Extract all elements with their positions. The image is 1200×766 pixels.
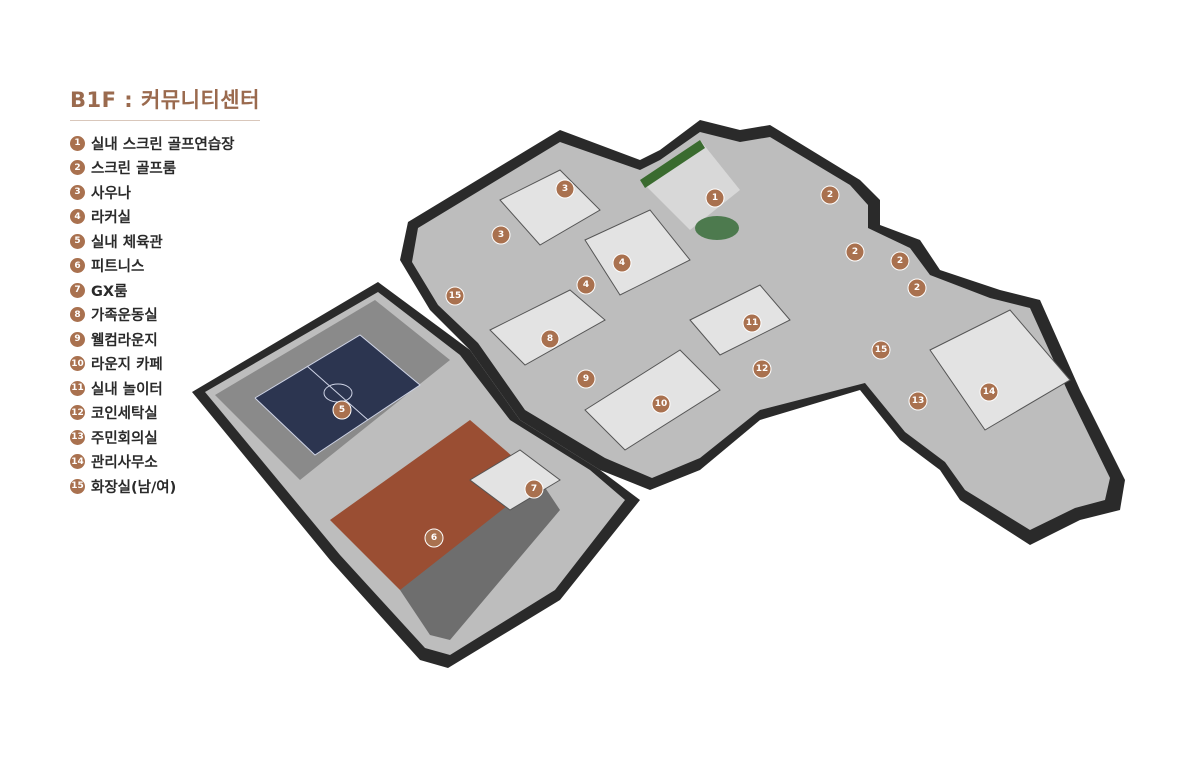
legend-number-badge: 9 (70, 331, 85, 347)
marker-13: 13 (908, 391, 928, 411)
svg-text:4: 4 (619, 258, 625, 268)
svg-text:5: 5 (339, 405, 345, 415)
svg-text:13: 13 (912, 396, 925, 406)
svg-text:8: 8 (547, 334, 553, 344)
legend-label: 피트니스 (91, 259, 145, 276)
legend-number-badge: 10 (70, 356, 85, 372)
marker-6: 6 (424, 528, 444, 548)
legend-number-badge: 6 (70, 258, 85, 274)
svg-text:1: 1 (712, 193, 718, 203)
marker-1: 1 (705, 188, 725, 208)
legend-label: 가족운동실 (91, 308, 158, 325)
legend-item: 1 실내 스크린 골프연습장 (70, 131, 260, 156)
marker-3: 3 (491, 225, 511, 245)
legend-label: 실내 놀이터 (91, 381, 163, 398)
legend-number-badge: 8 (70, 307, 85, 323)
marker-4: 4 (576, 275, 596, 295)
legend-label: 라운지 카페 (91, 357, 163, 374)
legend: B1F : 커뮤니티센터 1 실내 스크린 골프연습장 2 스크린 골프룸 3 사우나… (70, 84, 260, 499)
legend-label: 관리사무소 (91, 455, 158, 472)
svg-text:11: 11 (746, 318, 759, 328)
legend-item: 14 관리사무소 (70, 450, 260, 475)
marker-5: 5 (332, 400, 352, 420)
legend-label: 라커실 (91, 210, 132, 227)
legend-number-badge: 12 (70, 405, 85, 421)
svg-text:15: 15 (449, 291, 462, 301)
legend-number-badge: 14 (70, 454, 85, 470)
legend-list: 1 실내 스크린 골프연습장 2 스크린 골프룸 3 사우나 4 라커실 5 실내 체육관… (70, 131, 260, 499)
svg-text:15: 15 (875, 345, 888, 355)
marker-3: 3 (555, 179, 575, 199)
room-blocks (469, 169, 1071, 511)
svg-text:6: 6 (431, 533, 437, 543)
svg-text:2: 2 (852, 247, 858, 257)
legend-number-badge: 7 (70, 282, 85, 298)
gym-area (215, 300, 450, 480)
svg-text:14: 14 (983, 387, 996, 397)
marker-2: 2 (890, 251, 910, 271)
marker-2: 2 (907, 278, 927, 298)
legend-number-badge: 5 (70, 233, 85, 249)
marker-15: 15 (871, 340, 891, 360)
svg-text:12: 12 (756, 364, 769, 374)
legend-label: 코인세탁실 (91, 406, 158, 423)
legend-item: 9 웰컴라운지 (70, 327, 260, 352)
marker-2: 2 (845, 242, 865, 262)
svg-text:2: 2 (914, 283, 920, 293)
legend-item: 11 실내 놀이터 (70, 376, 260, 401)
svg-text:2: 2 (827, 190, 833, 200)
marker-11: 11 (742, 313, 762, 333)
marker-10: 10 (651, 394, 671, 414)
marker-7: 7 (524, 479, 544, 499)
svg-text:3: 3 (498, 230, 504, 240)
legend-number-badge: 3 (70, 184, 85, 200)
marker-15: 15 (445, 286, 465, 306)
legend-number-badge: 2 (70, 160, 85, 176)
svg-text:2: 2 (897, 256, 903, 266)
legend-label: 사우나 (91, 185, 132, 202)
legend-number-badge: 11 (70, 380, 85, 396)
legend-item: 10 라운지 카페 (70, 352, 260, 377)
svg-text:3: 3 (562, 184, 568, 194)
legend-label: 웰컴라운지 (91, 332, 158, 349)
legend-item: 7 GX룸 (70, 278, 260, 303)
legend-item: 13 주민회의실 (70, 425, 260, 450)
legend-item: 6 피트니스 (70, 254, 260, 279)
legend-item: 8 가족운동실 (70, 303, 260, 328)
svg-text:7: 7 (531, 484, 537, 494)
marker-12: 12 (752, 359, 772, 379)
legend-label: 실내 스크린 골프연습장 (91, 136, 235, 153)
floor-title: B1F : 커뮤니티센터 (70, 84, 260, 121)
marker-9: 9 (576, 369, 596, 389)
marker-2: 2 (820, 185, 840, 205)
legend-number-badge: 1 (70, 135, 85, 151)
legend-label: 주민회의실 (91, 430, 158, 447)
marker-8: 8 (540, 329, 560, 349)
svg-text:9: 9 (583, 374, 589, 384)
svg-text:10: 10 (655, 399, 668, 409)
legend-item: 12 코인세탁실 (70, 401, 260, 426)
legend-number-badge: 15 (70, 478, 85, 494)
legend-label: GX룸 (91, 283, 128, 300)
legend-label: 실내 체육관 (91, 234, 163, 251)
legend-item: 5 실내 체육관 (70, 229, 260, 254)
svg-text:4: 4 (583, 280, 589, 290)
legend-item: 4 라커실 (70, 205, 260, 230)
legend-label: 화장실(남/여) (91, 479, 177, 496)
legend-label: 스크린 골프룸 (91, 161, 177, 178)
legend-item: 15 화장실(남/여) (70, 474, 260, 499)
legend-item: 2 스크린 골프룸 (70, 156, 260, 181)
marker-4: 4 (612, 253, 632, 273)
legend-item: 3 사우나 (70, 180, 260, 205)
fitness-area (330, 420, 560, 640)
legend-number-badge: 13 (70, 429, 85, 445)
legend-number-badge: 4 (70, 209, 85, 225)
marker-14: 14 (979, 382, 999, 402)
